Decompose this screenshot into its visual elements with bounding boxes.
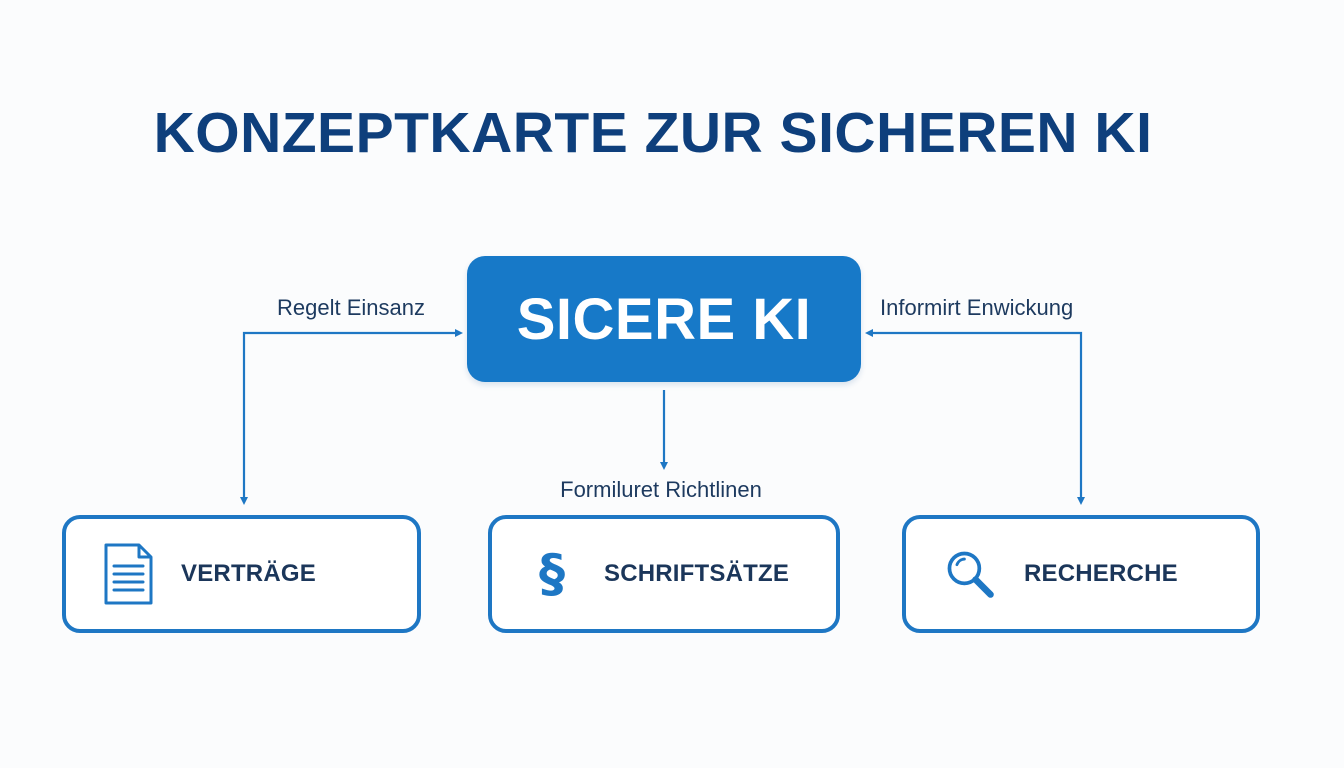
arrowhead-right-to-central (865, 329, 873, 337)
edge-label-left: Regelt Einsanz (277, 295, 425, 320)
edge-label-right: Informirt Enwickung (880, 295, 1074, 320)
node-recherche: RECHERCHE (902, 515, 1260, 633)
central-node-label: SICERE KI (516, 286, 812, 352)
node-vertraege: VERTRÄGE (62, 515, 421, 633)
central-node: SICERE KI (467, 256, 861, 382)
edge-label-center: Formiluret Richtlinen (560, 477, 762, 502)
connector-left (242, 331, 458, 500)
connector-right (870, 331, 1083, 500)
node-vertraege-label: VERTRÄGE (181, 560, 316, 587)
arrowhead-left-to-central (455, 329, 463, 337)
arrowhead-left-down (240, 497, 248, 505)
section-sign-glyph: § (539, 544, 565, 604)
node-recherche-label: RECHERCHE (1024, 560, 1178, 587)
magnifier-icon (942, 542, 998, 606)
arrowhead-center-down (660, 462, 668, 470)
section-sign-icon: § (524, 542, 580, 606)
diagram-title: KONZEPTKARTE ZUR SICHEREN KI (153, 101, 1153, 165)
node-schriftsaetze: § SCHRIFTSÄTZE (488, 515, 840, 633)
arrowhead-right-down (1077, 497, 1085, 505)
document-icon (101, 542, 157, 606)
node-schriftsaetze-label: SCHRIFTSÄTZE (604, 560, 790, 587)
